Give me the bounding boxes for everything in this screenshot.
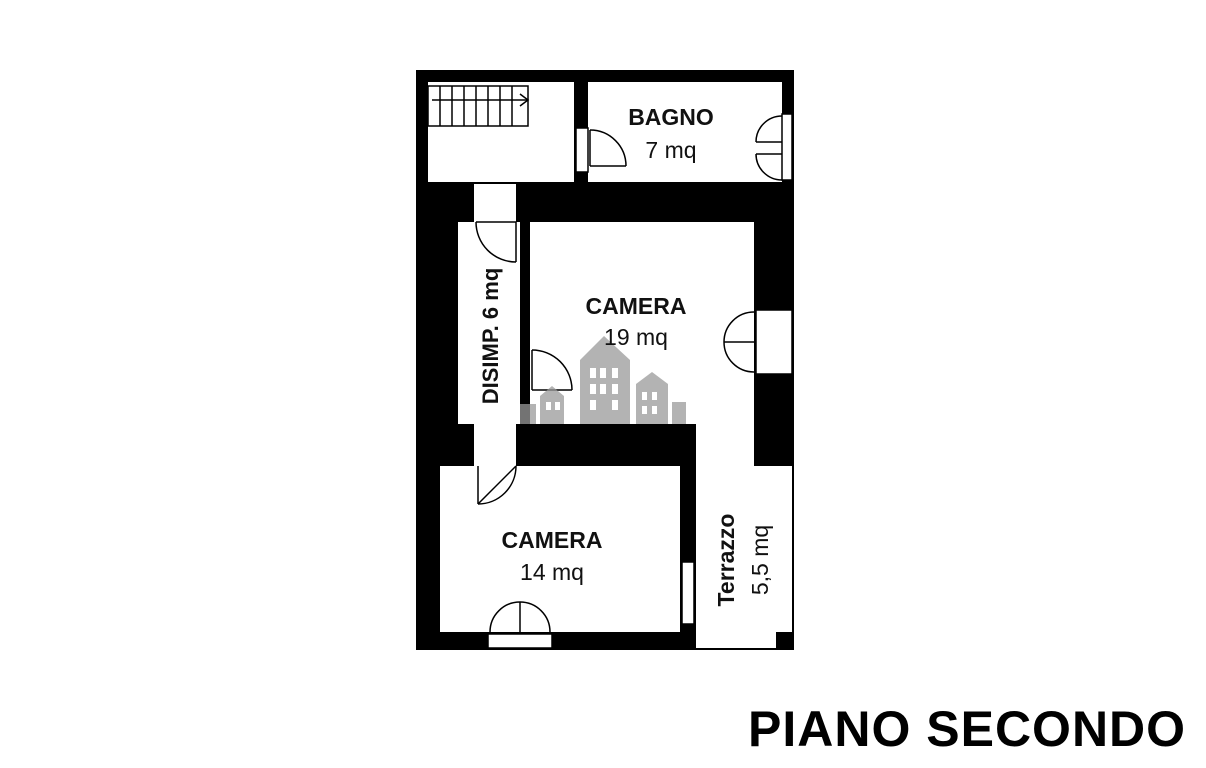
bagno-name: BAGNO [628,104,714,130]
terrazzo-post [776,632,792,648]
camera-large-name: CAMERA [586,293,687,319]
terrazzo-name: Terrazzo [713,514,739,607]
room-terrazzo [696,466,792,648]
bagno-area: 7 mq [645,137,696,163]
camera-large-area: 19 mq [604,324,668,350]
window-icon [487,113,793,649]
room-disimpegno [458,222,520,424]
opening-camera-terrazzo [696,424,754,466]
terrazzo-area: 5,5 mq [747,525,773,595]
room-stair [428,82,574,182]
staircase-icon [427,85,530,127]
door-icon [475,115,783,633]
disimpegno-label: DISIMP. 6 mq [478,268,503,405]
floor-title: PIANO SECONDO [748,701,1187,757]
camera-small-area: 14 mq [520,559,584,585]
watermark-logo-icon [520,336,686,424]
opening-stair-disimp [474,184,516,222]
camera-small-name: CAMERA [502,527,603,553]
opening-disimp-camera-small [474,424,516,466]
room-bagno [588,82,782,182]
room-camera-small [440,466,680,632]
